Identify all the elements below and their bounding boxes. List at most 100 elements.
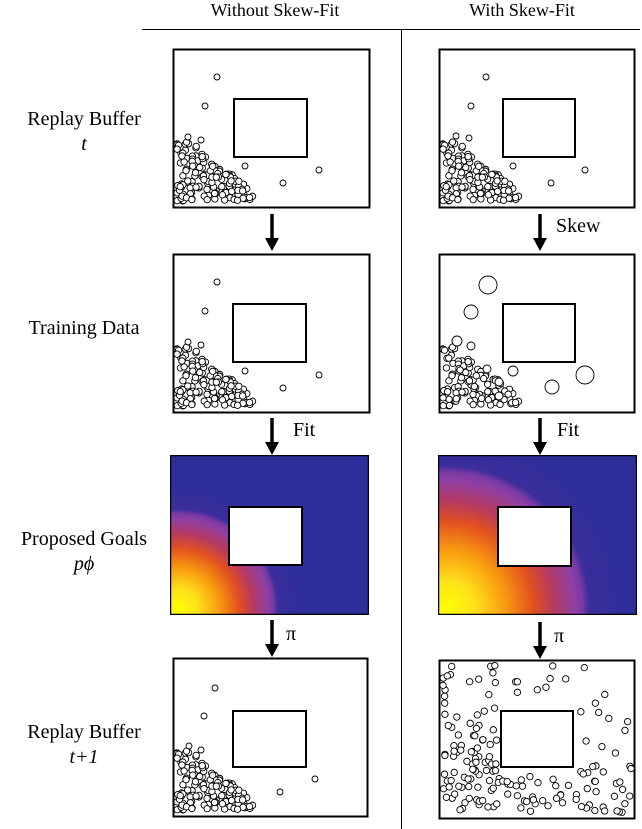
sample-point <box>227 382 235 390</box>
sample-point <box>452 184 460 192</box>
sample-point <box>440 770 449 778</box>
sample-point <box>465 782 473 791</box>
sample-point <box>509 162 517 170</box>
sample-point <box>478 394 486 403</box>
row-title: Training Data <box>28 317 140 339</box>
sample-point <box>544 379 560 395</box>
sample-point <box>486 740 494 749</box>
arrow-label-pi-left: π <box>286 623 297 645</box>
sample-point <box>577 708 585 716</box>
sample-point <box>451 335 463 347</box>
obstacle <box>500 710 574 768</box>
arrow-label-skew: Skew <box>556 215 601 237</box>
sample-point <box>466 175 474 184</box>
sample-point <box>197 746 205 754</box>
sample-point <box>241 162 249 170</box>
column-divider <box>401 29 402 829</box>
sample-point <box>482 364 492 374</box>
sample-point <box>484 183 492 191</box>
sample-point <box>451 790 459 798</box>
sample-point <box>239 796 247 804</box>
arrow-head <box>533 442 547 455</box>
sample-point <box>198 153 206 161</box>
sample-point <box>186 389 194 397</box>
sample-point <box>452 395 460 403</box>
sample-point <box>228 187 236 196</box>
sample-point <box>467 102 475 110</box>
sample-point <box>241 367 249 375</box>
sample-point <box>458 183 466 191</box>
sample-point <box>439 394 447 402</box>
sample-point <box>192 142 200 150</box>
row-label-replay-buffer-next: Replay Buffer t+1 <box>0 720 168 770</box>
sample-point <box>591 777 599 786</box>
sample-point <box>441 710 449 718</box>
sample-point <box>580 663 588 672</box>
sample-point <box>180 158 188 166</box>
sample-point <box>439 401 447 410</box>
header-divider <box>142 29 640 30</box>
sample-point <box>233 196 242 204</box>
sample-point <box>564 781 573 790</box>
sample-point <box>589 762 597 771</box>
sample-point <box>526 807 535 815</box>
sample-point <box>613 807 621 815</box>
sample-point <box>203 805 211 813</box>
sample-point <box>621 800 629 808</box>
arrow-head <box>533 646 547 659</box>
sample-point <box>494 391 504 401</box>
sample-point <box>562 675 570 683</box>
sample-point <box>192 183 200 191</box>
sample-point <box>213 278 221 286</box>
sample-point <box>484 803 492 811</box>
sample-point <box>472 724 481 733</box>
sample-point <box>512 782 520 790</box>
row-title: Replay Buffer <box>27 108 141 130</box>
sample-point <box>227 177 235 185</box>
sample-point <box>200 380 208 389</box>
row-title: Replay Buffer <box>27 721 141 743</box>
sample-point <box>579 770 587 778</box>
sample-point <box>457 374 466 382</box>
sample-point <box>470 382 479 391</box>
sample-point <box>611 749 620 757</box>
sample-point <box>222 375 230 384</box>
sample-point <box>558 799 567 807</box>
sample-point <box>469 765 477 773</box>
obstacle <box>233 98 308 158</box>
sample-point <box>178 357 186 365</box>
sample-point <box>493 800 501 808</box>
sample-point <box>464 153 472 161</box>
sample-point <box>182 372 190 380</box>
sample-point <box>178 152 186 160</box>
sample-point <box>591 806 599 815</box>
sample-point <box>513 678 522 686</box>
sample-point <box>227 786 235 794</box>
sample-point <box>474 783 482 791</box>
sample-point <box>218 183 226 191</box>
sample-point <box>518 782 527 790</box>
sample-point <box>443 388 452 396</box>
sample-point <box>279 384 287 392</box>
sample-point <box>441 699 449 707</box>
sample-point <box>180 767 188 775</box>
arrow-right-skew <box>530 214 550 252</box>
sample-point <box>503 777 511 786</box>
sample-point <box>444 721 452 730</box>
arrow-left-pi <box>262 620 282 658</box>
sample-point <box>218 388 226 396</box>
sample-point <box>182 776 190 784</box>
sample-point <box>544 802 552 810</box>
sample-point <box>448 662 456 671</box>
sample-point <box>203 794 211 803</box>
sample-point <box>482 73 490 81</box>
sample-point <box>210 394 219 403</box>
sample-point <box>491 678 500 687</box>
sample-point <box>463 304 479 320</box>
sample-point <box>581 166 589 174</box>
sample-point <box>445 783 453 791</box>
obstacle <box>232 710 307 768</box>
sample-point <box>450 177 458 185</box>
sample-point <box>448 372 456 380</box>
sample-point <box>472 758 480 766</box>
